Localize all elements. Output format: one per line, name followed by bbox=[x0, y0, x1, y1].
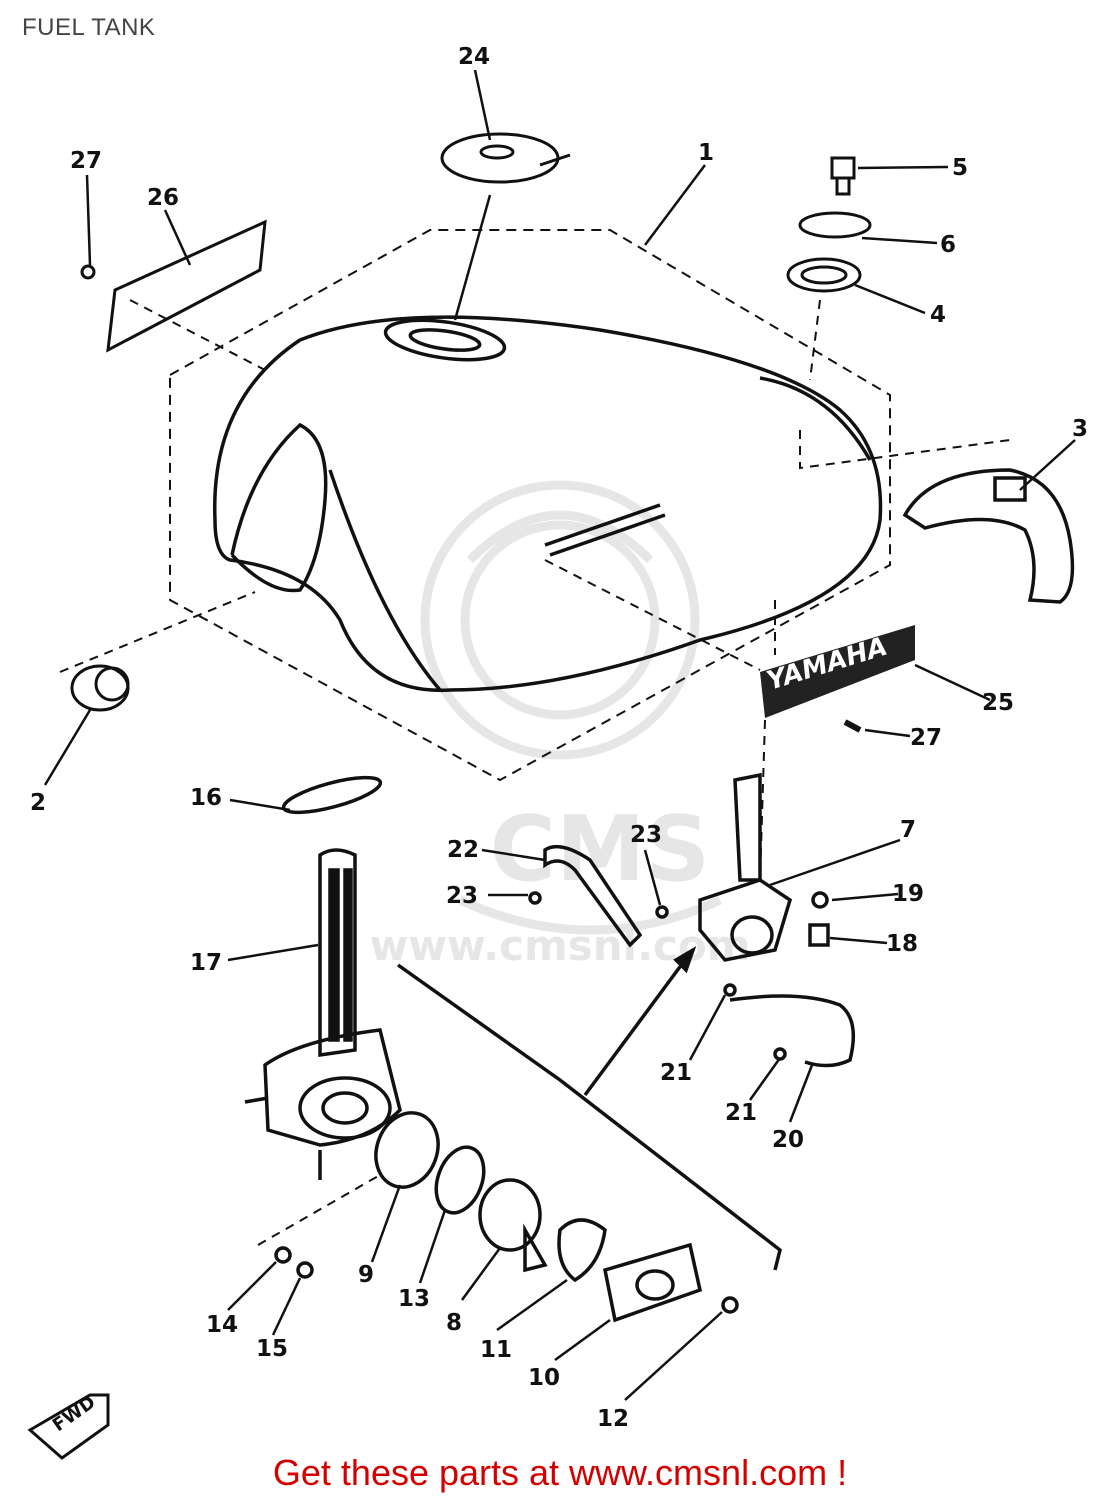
fuel-cock-right bbox=[528, 772, 856, 1068]
callout-7: 7 bbox=[900, 817, 916, 843]
callout-21: 21 bbox=[660, 1060, 692, 1086]
callout-8: 8 bbox=[446, 1310, 462, 1336]
callout-17: 17 bbox=[190, 950, 222, 976]
callout-11: 11 bbox=[480, 1337, 512, 1363]
watermark-url: www.cmsnl.com bbox=[369, 921, 750, 970]
callout-15: 15 bbox=[256, 1336, 288, 1362]
watermark-logo-text: CMS bbox=[490, 797, 710, 902]
callout-19: 19 bbox=[892, 881, 924, 907]
callout-26: 26 bbox=[147, 185, 179, 211]
callout-6: 6 bbox=[940, 232, 956, 258]
callout-9: 9 bbox=[358, 1262, 374, 1288]
callout-20: 20 bbox=[772, 1127, 804, 1153]
callout-numbers: 24 27 26 1 5 6 4 3 2 25 27 16 7 23 22 23… bbox=[30, 44, 1088, 1432]
tank-assembly-box bbox=[169, 229, 891, 782]
plate bbox=[80, 219, 267, 353]
fuel-cock-left bbox=[244, 775, 402, 1180]
callout-27b: 27 bbox=[910, 725, 942, 751]
callout-22: 22 bbox=[447, 837, 479, 863]
fuel-cap bbox=[440, 132, 571, 184]
page-title: FUEL TANK bbox=[22, 14, 156, 41]
footer-link[interactable]: Get these parts at www.cmsnl.com ! bbox=[272, 1452, 848, 1493]
yamaha-emblem: YAMAHA bbox=[760, 625, 915, 733]
callout-18: 18 bbox=[886, 931, 918, 957]
fwd-direction-marker: FWD bbox=[27, 1392, 110, 1460]
callout-27: 27 bbox=[70, 148, 102, 174]
callout-14: 14 bbox=[206, 1312, 238, 1338]
callout-16: 16 bbox=[190, 785, 222, 811]
callout-21b: 21 bbox=[725, 1100, 757, 1126]
callout-3: 3 bbox=[1072, 416, 1088, 442]
callout-1: 1 bbox=[698, 140, 714, 166]
fwd-label: FWD bbox=[49, 1392, 100, 1436]
damper bbox=[70, 664, 130, 712]
guide-lines bbox=[59, 299, 1011, 1246]
callout-23: 23 bbox=[630, 822, 662, 848]
callout-10: 10 bbox=[528, 1365, 560, 1391]
fuel-cock-parts bbox=[274, 1111, 739, 1323]
cms-watermark bbox=[420, 480, 722, 935]
callout-2: 2 bbox=[30, 790, 46, 816]
callout-13: 13 bbox=[398, 1286, 430, 1312]
callout-25: 25 bbox=[982, 690, 1014, 716]
bolt-washer-grommet bbox=[786, 156, 872, 293]
callout-23b: 23 bbox=[446, 883, 478, 909]
callout-4: 4 bbox=[930, 302, 946, 328]
callout-5: 5 bbox=[952, 155, 968, 181]
fuel-tank bbox=[213, 315, 883, 693]
rear-bracket bbox=[902, 468, 1075, 604]
callout-12: 12 bbox=[597, 1406, 629, 1432]
leader-lines bbox=[43, 69, 1076, 1401]
callout-24: 24 bbox=[458, 44, 490, 70]
assembly-indicator bbox=[396, 946, 782, 1271]
